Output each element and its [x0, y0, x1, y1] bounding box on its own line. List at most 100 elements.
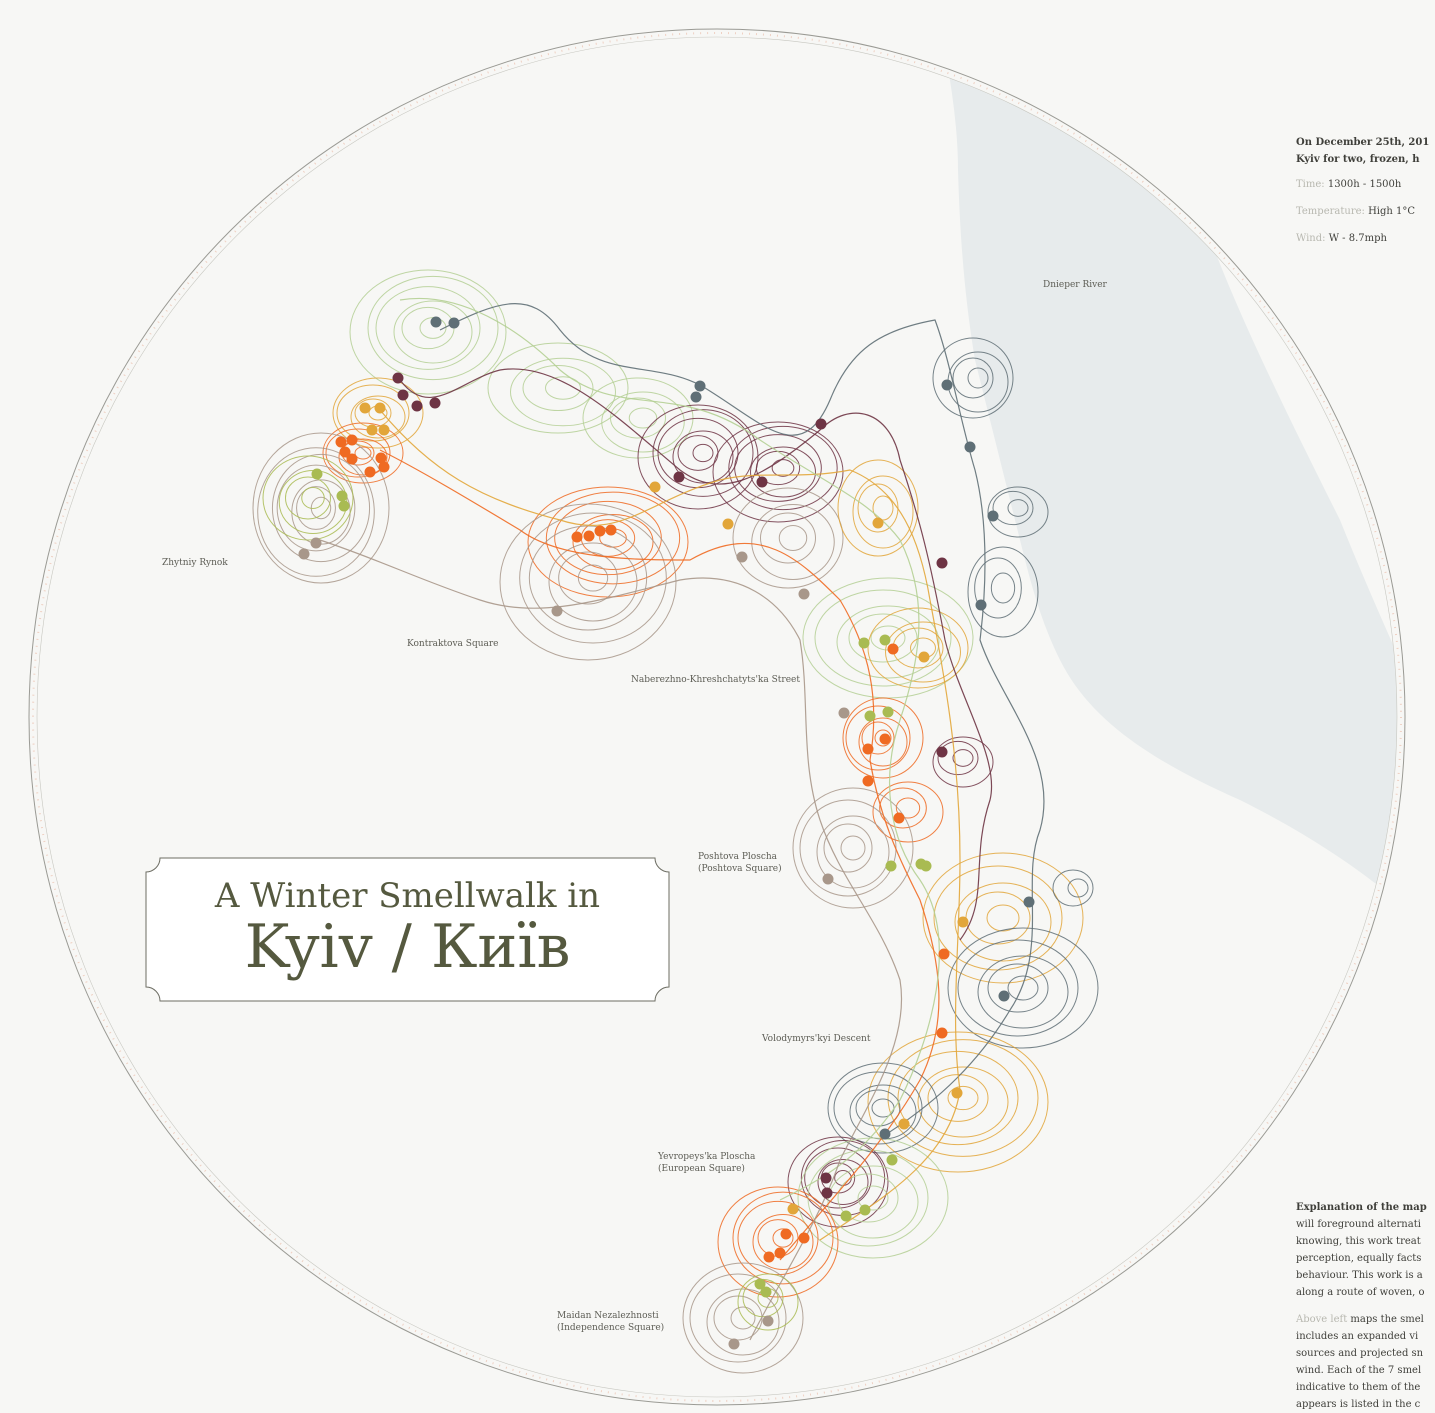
- smell-points: [298, 316, 1035, 1350]
- smell-point: [359, 402, 371, 414]
- contour-ring: [628, 407, 658, 429]
- explanation-p1-line3: perception, equally facts: [1296, 1253, 1422, 1264]
- smell-point: [885, 860, 897, 872]
- title-line1: A Winter Smellwalk in: [214, 876, 601, 916]
- smell-point: [859, 1204, 871, 1216]
- contour-ring: [499, 503, 677, 661]
- contour-ring: [672, 430, 734, 484]
- smell-point: [583, 530, 595, 542]
- contour-ring: [262, 455, 354, 541]
- smell-point: [649, 481, 661, 493]
- contour-ring: [610, 397, 666, 439]
- contour-ring: [872, 495, 894, 521]
- contour-ring: [689, 1273, 787, 1363]
- contour-ring: [879, 787, 927, 829]
- contour-ring: [677, 435, 719, 471]
- intro-heading-line2: Kyiv for two, frozen, h: [1296, 154, 1420, 165]
- contour-ring: [772, 1228, 794, 1248]
- title-line2: Kyiv / Київ: [244, 912, 571, 982]
- contour-ring: [804, 1147, 872, 1209]
- label-yevropeyska-line1: Yevropeys'ka Ploscha: [658, 1152, 756, 1162]
- smell-point: [448, 317, 460, 329]
- contour-ring: [1007, 499, 1029, 517]
- label-yevropeyska-ploscha: Yevropeys'ka Ploscha(European Square): [658, 1151, 755, 1175]
- contour-ring: [977, 955, 1069, 1029]
- contour-ring: [545, 376, 581, 400]
- smell-point: [838, 707, 850, 719]
- contour-ring: [986, 904, 1020, 932]
- contour-ring: [967, 367, 989, 389]
- contour-ring: [301, 487, 325, 509]
- smell-point: [840, 1210, 852, 1222]
- contour-ring: [992, 490, 1034, 526]
- contour-ring: [296, 486, 336, 530]
- contour-ring: [840, 835, 866, 861]
- smell-point: [429, 397, 441, 409]
- smell-point: [397, 389, 409, 401]
- contour-ring: [732, 487, 844, 589]
- contour-ring: [817, 1159, 869, 1205]
- smell-point: [798, 588, 810, 600]
- smell-point: [864, 710, 876, 722]
- smell-point: [298, 548, 310, 560]
- contour-ring: [967, 546, 1039, 638]
- smell-point: [879, 634, 891, 646]
- smell-point: [820, 1172, 832, 1184]
- smell-point: [673, 471, 685, 483]
- smell-point: [936, 1027, 948, 1039]
- smell-point: [594, 525, 606, 537]
- contour-ring: [787, 1136, 889, 1228]
- label-naberezhno-street: Naberezhno-Khreshchatyts'ka Street: [631, 675, 800, 685]
- label-maidan-line2: (Independence Square): [557, 1323, 665, 1333]
- smell-point: [898, 1118, 910, 1130]
- smell-point: [774, 1247, 786, 1259]
- contour-ring: [974, 557, 1022, 619]
- side-panel: On December 25th, 201 Kyiv for two, froz…: [1296, 0, 1435, 1413]
- inner-ring: [36, 36, 1398, 1398]
- contour-ring: [252, 432, 390, 584]
- contour-ring: [848, 613, 918, 663]
- smell-point: [694, 380, 706, 392]
- explanation-p1-line5: along a route of woven, o: [1296, 1287, 1425, 1298]
- contour-ring: [842, 697, 924, 779]
- smell-point: [690, 391, 702, 403]
- explanation-p2-line2: includes an expanded vi: [1296, 1331, 1419, 1342]
- smell-point: [411, 400, 423, 412]
- intro-heading-line1: On December 25th, 201: [1296, 137, 1430, 148]
- contour-ring: [354, 446, 372, 460]
- smell-point: [310, 537, 322, 549]
- contour-ring: [947, 1085, 979, 1111]
- meta-time-key: Time:: [1296, 179, 1325, 190]
- smell-point: [957, 916, 969, 928]
- contour-ring: [932, 736, 994, 788]
- meta-temp-key: Temperature:: [1296, 206, 1365, 217]
- contour-ring: [601, 391, 685, 453]
- contour-ring: [338, 438, 388, 476]
- contour-ring: [528, 525, 648, 631]
- contour-ring: [572, 514, 654, 570]
- contour-ring: [987, 963, 1049, 1013]
- contour-ring: [751, 504, 835, 580]
- label-zhytniy-rynok: Zhytniy Rynok: [162, 558, 228, 568]
- contour-ring: [987, 486, 1049, 538]
- title-cartouche: [145, 857, 670, 1002]
- smell-point: [862, 743, 874, 755]
- contour-ring: [582, 377, 694, 459]
- label-poshtova-ploscha: Poshtova Ploscha(Poshtova Square): [698, 851, 782, 875]
- smell-point: [346, 453, 358, 465]
- contour-ring: [760, 512, 816, 564]
- smell-point: [882, 706, 894, 718]
- contour-ring: [952, 357, 994, 399]
- contour-ring: [885, 621, 961, 683]
- explanation-p1-line4: behaviour. This work is a: [1296, 1270, 1423, 1281]
- dnieper-river: [945, 50, 1397, 940]
- contour-ring: [937, 740, 979, 776]
- smell-point: [879, 733, 891, 745]
- contour-ring: [823, 823, 873, 873]
- meta-time-value: 1300h - 1500h: [1327, 179, 1402, 190]
- contour-ring: [322, 422, 404, 484]
- contour-ring: [637, 404, 759, 510]
- contour-ring: [522, 365, 594, 411]
- smell-point: [821, 1187, 833, 1199]
